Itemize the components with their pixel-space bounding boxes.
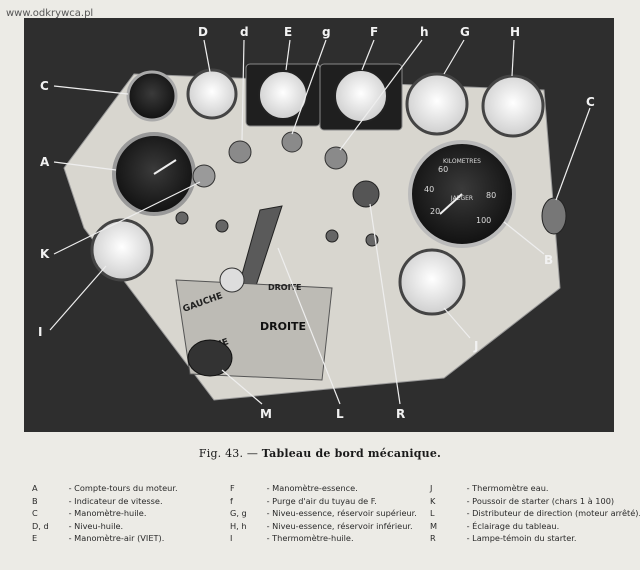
legend-item: A - Compte-tours du moteur. — [32, 483, 178, 493]
legend-item: B - Indicateur de vitesse. — [32, 495, 163, 506]
callout-F: F — [370, 25, 378, 39]
callout-h: h — [420, 25, 429, 39]
callout-D: D — [198, 25, 208, 39]
legend-item: I - Thermomètre-huile. — [230, 533, 354, 544]
figure-title: Tableau de bord mécanique. — [261, 447, 442, 460]
right-oil-gauge-cap — [541, 197, 567, 235]
legend-item: f - Purge d'air du tuyau de F. — [230, 495, 377, 506]
callout-d: d — [240, 25, 249, 39]
dashboard-illustration: KILOMETRES JAEGER 20 40 60 80 100 — [24, 18, 614, 432]
figure-caption: Fig. 43. — Tableau de bord mécanique. — [0, 447, 640, 460]
legend-column-1: A - Compte-tours du moteur. B - Indicate… — [32, 482, 178, 545]
dashboard-light — [187, 339, 233, 377]
legend-item: E - Manomètre-air (VIET). — [32, 533, 165, 544]
dashboard-photo: KILOMETRES JAEGER 20 40 60 80 100 — [24, 18, 614, 432]
legend-column-3: J - Thermomètre eau. K - Poussoir de sta… — [430, 482, 640, 545]
callout-g: g — [322, 25, 331, 39]
speedo-brand-label: JAEGER — [450, 195, 473, 202]
legend-item: F - Manomètre-essence. — [230, 483, 358, 493]
callout-K: K — [40, 247, 50, 261]
legend-item: H, h - Niveu-essence, réservoir inférieu… — [230, 520, 413, 531]
starter-pusher — [192, 164, 216, 188]
caption-dash: — — [246, 447, 259, 460]
speedo-tick-20: 20 — [430, 207, 440, 216]
callout-A: A — [40, 155, 50, 169]
callout-R: R — [396, 407, 405, 421]
legend-item: G, g - Niveu-essence, réservoir supérieu… — [230, 508, 417, 519]
callout-L: L — [336, 407, 344, 421]
lever-label-droite-top: DROITE — [268, 283, 302, 292]
legend-column-2: F - Manomètre-essence. f - Purge d'air d… — [230, 482, 417, 545]
legend-item: J - Thermomètre eau. — [430, 483, 549, 493]
fuel-manometer-gauge — [334, 69, 388, 123]
fuel-level-lower-gauge — [481, 74, 545, 138]
callout-E: E — [284, 25, 292, 39]
starter-lamp — [352, 180, 380, 208]
air-manometer-gauge — [258, 70, 308, 120]
legend-item: R - Lampe-témoin du starter. — [430, 533, 577, 544]
legend-item: C - Manomètre-huile. — [32, 508, 147, 519]
speedo-tick-60: 60 — [438, 165, 448, 174]
callout-I: I — [38, 325, 42, 339]
legend-item: L - Distributeur de direction (moteur ar… — [430, 508, 640, 519]
callout-J: J — [473, 339, 478, 353]
callout-M: M — [260, 407, 272, 421]
lever-label-droite-bottom: DROITE — [260, 320, 306, 333]
air-knob — [281, 131, 303, 153]
callout-C-right: C — [586, 95, 595, 109]
fuel-level-upper-gauge — [405, 72, 469, 136]
water-thermometer — [398, 248, 466, 316]
callout-C-left: C — [40, 79, 49, 93]
oil-pressure-gauge — [126, 70, 178, 122]
speedo-tick-80: 80 — [486, 191, 496, 200]
legend-item: M - Éclairage du tableau. — [430, 520, 560, 531]
callout-G: G — [460, 25, 470, 39]
oil-level-gauge — [186, 68, 238, 120]
watermark: www.odkrywca.pl — [6, 8, 94, 19]
callout-H: H — [510, 25, 520, 39]
legend-item: K - Poussoir de starter (chars 1 à 100) — [430, 495, 615, 506]
legend-item: D, d - Niveu-huile. — [32, 520, 124, 531]
lever-pivot — [219, 267, 245, 293]
oil-level-knob — [228, 140, 252, 164]
speedo-tick-100: 100 — [476, 216, 491, 225]
figure-number: Fig. 43. — [198, 447, 244, 460]
speedo-unit-label: KILOMETRES — [443, 158, 481, 165]
speedo-tick-40: 40 — [424, 185, 434, 194]
fuel-level-knob — [324, 146, 348, 170]
callout-B: B — [544, 253, 553, 267]
